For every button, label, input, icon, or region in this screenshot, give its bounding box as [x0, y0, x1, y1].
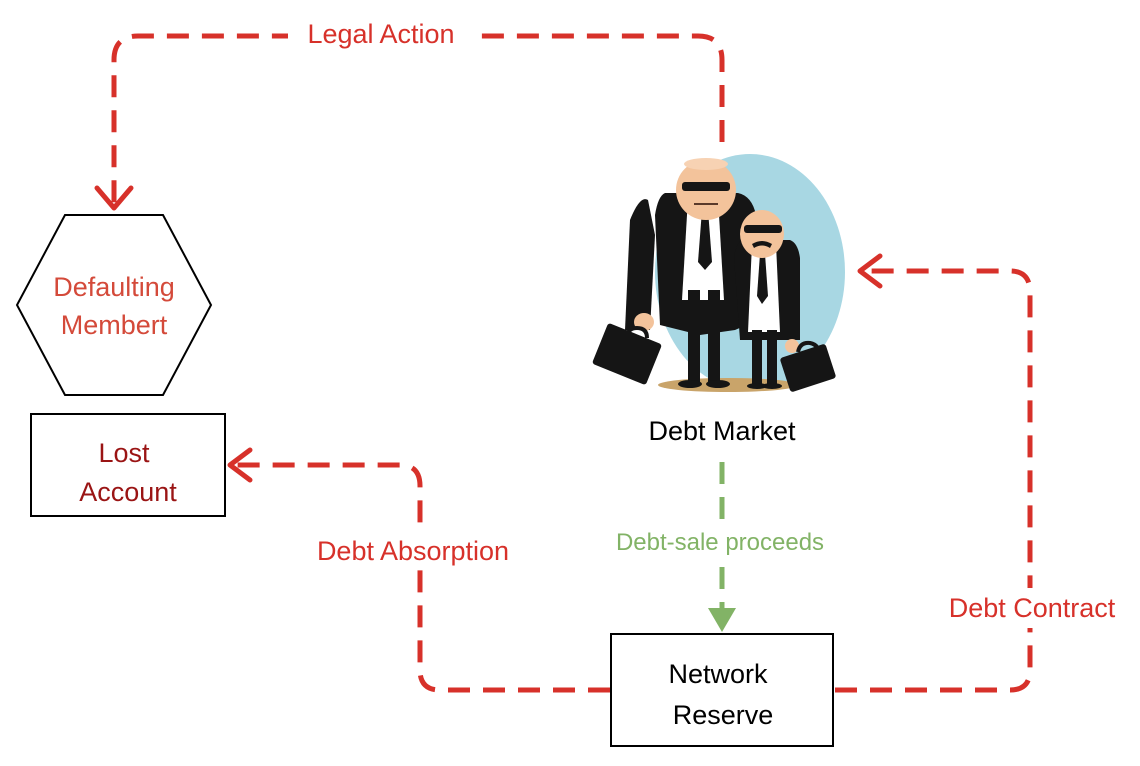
lost-account-line1: Lost	[98, 438, 150, 468]
edge-debt-contract	[835, 253, 1134, 693]
network-reserve-line2: Reserve	[673, 700, 774, 730]
node-lost-account: Lost Account	[30, 413, 226, 517]
network-reserve-line1: Network	[668, 659, 768, 689]
briefcase-left-icon	[592, 323, 662, 385]
debt-contract-label: Debt Contract	[949, 593, 1116, 623]
edge-legal-action	[94, 16, 725, 211]
defaulting-member-line2: Membert	[61, 310, 168, 340]
hexagon-shape	[15, 214, 213, 396]
lost-account-line2: Account	[79, 477, 177, 507]
debt-collectors-illustration	[592, 154, 845, 392]
debt-absorption-label: Debt Absorption	[317, 536, 509, 566]
debt-market-label: Debt Market	[648, 416, 796, 446]
small-man-figure	[734, 210, 800, 389]
legal-action-label: Legal Action	[307, 19, 454, 49]
defaulting-member-line1: Defaulting	[53, 272, 175, 302]
node-network-reserve: Network Reserve	[610, 633, 834, 747]
big-man-figure	[625, 158, 758, 388]
network-reserve-box	[610, 633, 834, 747]
lost-account-box	[30, 413, 226, 517]
debt-sale-proceeds-label: Debt-sale proceeds	[616, 529, 824, 556]
briefcase-right-icon	[780, 340, 836, 392]
edge-debt-absorption	[227, 447, 610, 693]
node-defaulting-member: Defaulting Membert	[15, 214, 213, 396]
edge-debt-sale-proceeds	[600, 462, 844, 632]
